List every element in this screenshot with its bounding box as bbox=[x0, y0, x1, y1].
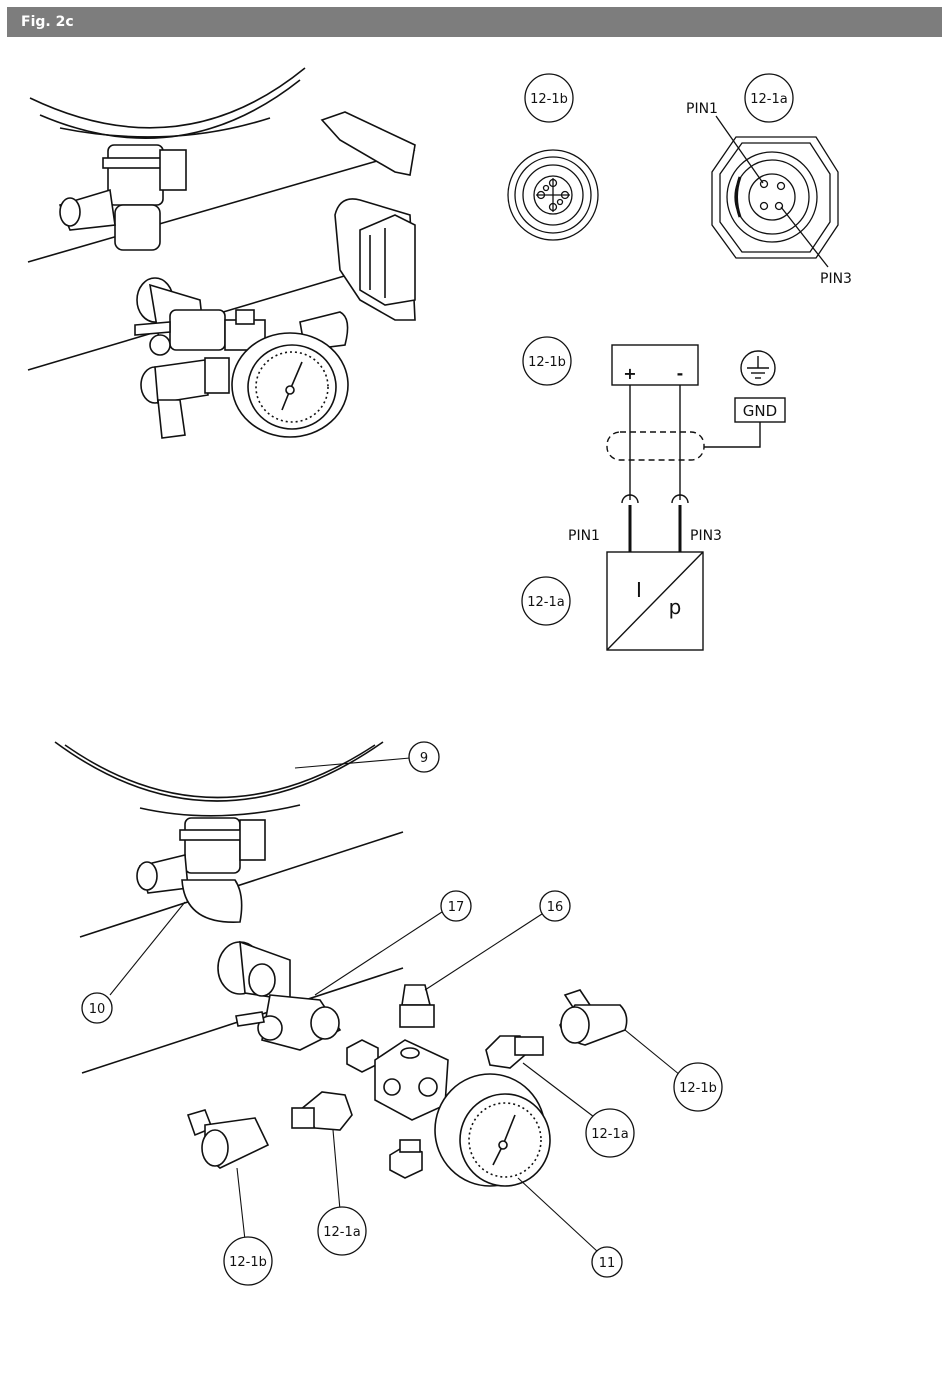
connector-pin3-label: PIN3 bbox=[820, 271, 852, 287]
callout-12-1b-top: 12-1b bbox=[525, 74, 573, 122]
svg-text:12-1b: 12-1b bbox=[229, 1255, 267, 1270]
callout-11: 11 bbox=[592, 1247, 622, 1277]
svg-text:16: 16 bbox=[547, 900, 564, 915]
wiring-pin1-label: PIN1 bbox=[568, 528, 600, 544]
callout-12-1b-left: 12-1b bbox=[224, 1237, 272, 1285]
gnd-label: GND bbox=[743, 402, 777, 420]
callout-12-1a-wiring: 12-1a bbox=[522, 577, 570, 625]
wiring-diagram bbox=[607, 345, 785, 650]
svg-text:12-1a: 12-1a bbox=[323, 1225, 360, 1240]
callout-12-1b-wiring: 12-1b bbox=[523, 337, 571, 385]
svg-text:11: 11 bbox=[599, 1256, 616, 1271]
connector-12-1b-face bbox=[508, 150, 598, 240]
svg-text:10: 10 bbox=[89, 1002, 106, 1017]
svg-text:9: 9 bbox=[420, 751, 428, 766]
supply-minus-label: - bbox=[677, 364, 684, 383]
callout-12-1a-right: 12-1a bbox=[586, 1109, 634, 1157]
exploded-view-illustration bbox=[55, 742, 627, 1186]
supply-plus-label: + bbox=[623, 364, 636, 383]
svg-text:12-1a: 12-1a bbox=[527, 595, 564, 610]
callout-17: 17 bbox=[441, 891, 471, 921]
connector-pin1-label: PIN1 bbox=[686, 101, 718, 117]
wiring-pin3-label: PIN3 bbox=[690, 528, 722, 544]
callout-16: 16 bbox=[540, 891, 570, 921]
svg-text:12-1b: 12-1b bbox=[528, 355, 566, 370]
callout-12-1b-right: 12-1b bbox=[674, 1063, 722, 1111]
callout-9: 9 bbox=[409, 742, 439, 772]
callout-10: 10 bbox=[82, 993, 112, 1023]
transducer-current-label: I bbox=[636, 578, 642, 602]
transducer-pressure-label: p bbox=[669, 595, 682, 619]
connector-12-1a-face bbox=[712, 116, 838, 267]
svg-text:17: 17 bbox=[448, 900, 465, 915]
assembled-valve-illustration bbox=[28, 68, 415, 438]
svg-text:12-1a: 12-1a bbox=[591, 1127, 628, 1142]
svg-text:12-1b: 12-1b bbox=[530, 92, 568, 107]
svg-text:12-1a: 12-1a bbox=[750, 92, 787, 107]
callout-12-1a-top: 12-1a bbox=[745, 74, 793, 122]
svg-text:12-1b: 12-1b bbox=[679, 1081, 717, 1096]
callout-12-1a-left: 12-1a bbox=[318, 1207, 366, 1255]
